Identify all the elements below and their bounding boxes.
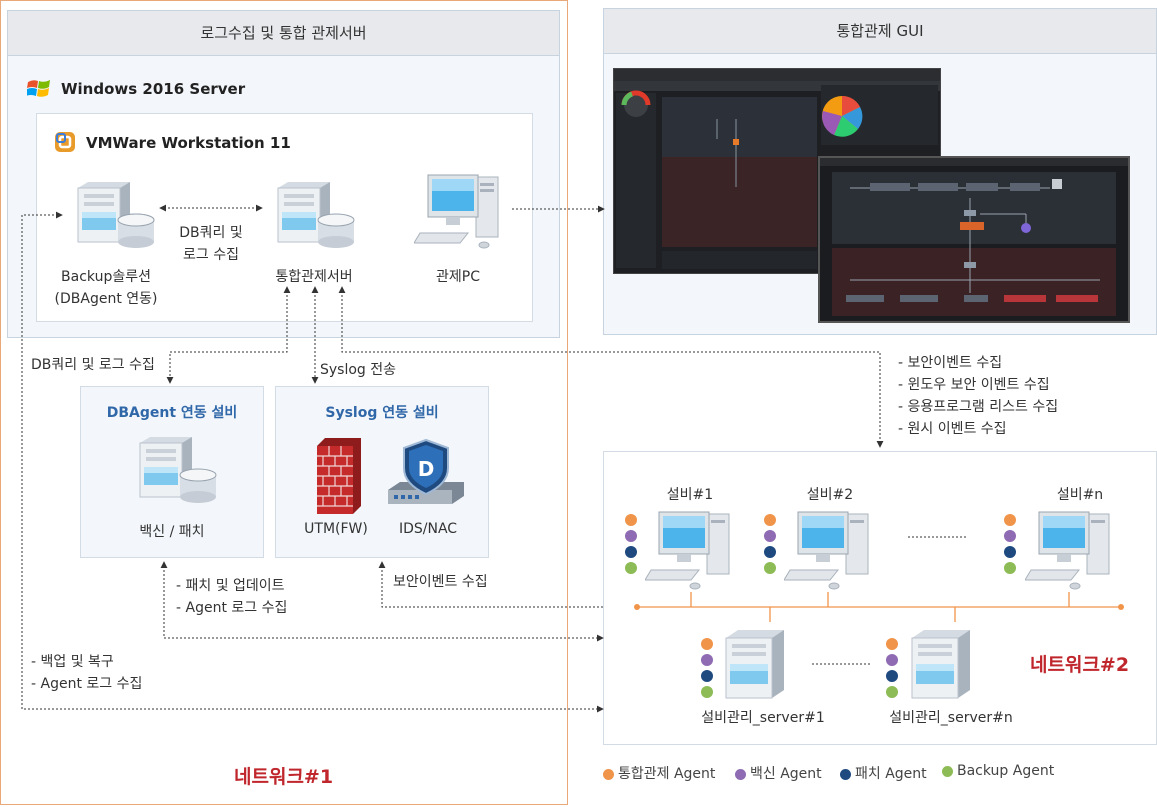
- agent-dot-patch: [764, 546, 776, 558]
- legend-dot-backup: [942, 765, 953, 777]
- agent-dot-backup: [625, 562, 637, 574]
- mgmt-server-1-icon: [722, 628, 788, 700]
- mgmt-server-1-label: 설비관리_server#1: [701, 710, 825, 726]
- device-1-label: 설비#1: [666, 487, 714, 503]
- vmware-logo-icon: [54, 131, 76, 153]
- right-note-1: - 보안이벤트 수집: [898, 355, 1003, 371]
- right-note-3: - 응용프로그램 리스트 수집: [898, 399, 1059, 415]
- legend-vaccine-agent: 백신 Agent: [735, 763, 822, 783]
- agent-dot-backup: [886, 686, 898, 698]
- legend-backup-agent: Backup Agent: [942, 763, 1054, 779]
- agent-dot-patch: [886, 670, 898, 682]
- agent-dot-vaccine: [701, 654, 713, 666]
- agent-dot-vaccine: [1004, 530, 1016, 542]
- legend-label: 패치 Agent: [855, 766, 927, 782]
- mgmt-server-n-label: 설비관리_server#n: [889, 710, 1013, 726]
- agent-dot-vaccine: [886, 654, 898, 666]
- vm-label: VMWare Workstation 11: [86, 134, 291, 152]
- device-n-label: 설비#n: [1056, 487, 1104, 503]
- agent-dot-vaccine: [625, 530, 637, 542]
- legend-patch-agent: 패치 Agent: [840, 763, 927, 783]
- device-2-pc-icon: [783, 510, 876, 590]
- agent-dot-patch: [1004, 546, 1016, 558]
- agent-dot-backup: [764, 562, 776, 574]
- device-n-agents: [1004, 514, 1016, 574]
- server-n-agents: [886, 638, 898, 698]
- agent-dot-backup: [1004, 562, 1016, 574]
- network1-title: 네트워크#1: [234, 766, 334, 788]
- network2-title: 네트워크#2: [1030, 654, 1130, 676]
- device-1-pc-icon: [644, 510, 737, 590]
- device-2-agents: [764, 514, 776, 574]
- agent-dot-integrated: [886, 638, 898, 650]
- legend-dot-integrated: [603, 768, 614, 780]
- agent-dot-backup: [701, 686, 713, 698]
- agent-dot-integrated: [701, 638, 713, 650]
- device-2-label: 설비#2: [806, 487, 854, 503]
- legend-label: 통합관제 Agent: [618, 766, 716, 782]
- agent-dot-integrated: [625, 514, 637, 526]
- agent-dot-patch: [625, 546, 637, 558]
- agent-dot-patch: [701, 670, 713, 682]
- agent-dot-integrated: [764, 514, 776, 526]
- legend-dot-patch: [840, 768, 851, 780]
- legend-integrated-agent: 통합관제 Agent: [603, 763, 715, 783]
- right-note-2: - 윈도우 보안 이벤트 수집: [898, 377, 1050, 393]
- os-label: Windows 2016 Server: [61, 80, 246, 98]
- server-panel-title: 로그수집 및 통합 관제서버: [8, 11, 559, 56]
- device-n-pc-icon: [1024, 510, 1117, 590]
- mgmt-server-n-icon: [908, 628, 974, 700]
- legend-label: 백신 Agent: [750, 766, 822, 782]
- gui-screenshot-topology: [818, 156, 1130, 323]
- gui-panel-title: 통합관제 GUI: [604, 9, 1156, 54]
- device-1-agents: [625, 514, 637, 574]
- agent-dot-integrated: [1004, 514, 1016, 526]
- legend-dot-vaccine: [735, 768, 746, 780]
- legend-label: Backup Agent: [957, 763, 1055, 779]
- agent-dot-vaccine: [764, 530, 776, 542]
- right-note-4: - 원시 이벤트 수집: [898, 421, 1007, 437]
- windows-logo-icon: [26, 78, 51, 100]
- server-1-agents: [701, 638, 713, 698]
